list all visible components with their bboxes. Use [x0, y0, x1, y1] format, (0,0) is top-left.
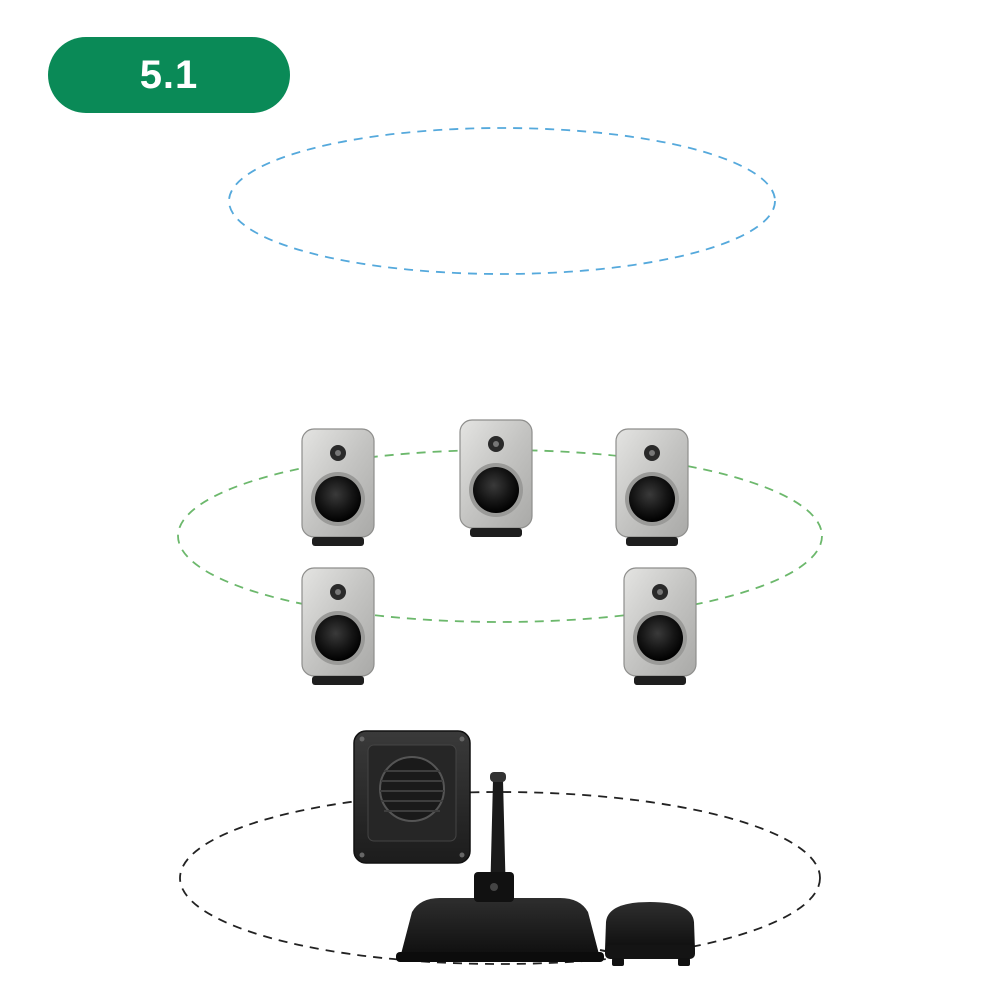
subwoofer-icon — [353, 730, 471, 864]
subwoofer — [353, 730, 471, 864]
microphone-icon — [474, 772, 514, 902]
speaker-icon — [301, 428, 375, 546]
speaker-surround-left — [301, 567, 375, 685]
speaker-icon — [301, 567, 375, 685]
speaker-front-left — [301, 428, 375, 546]
config-label: 5.1 — [139, 52, 199, 97]
calibration-microphone — [474, 772, 514, 902]
mic-base — [396, 898, 621, 962]
speaker-surround-right — [623, 567, 697, 685]
config-badge: 5.1 — [48, 37, 290, 113]
control-puck — [605, 902, 695, 966]
speaker-icon — [459, 419, 533, 537]
height-layer-ring — [228, 127, 776, 275]
control-puck-icon — [605, 902, 695, 966]
speaker-icon — [623, 567, 697, 685]
speaker-icon — [615, 428, 689, 546]
speaker-front-right — [615, 428, 689, 546]
floor-ring — [179, 791, 821, 965]
speaker-center — [459, 419, 533, 537]
